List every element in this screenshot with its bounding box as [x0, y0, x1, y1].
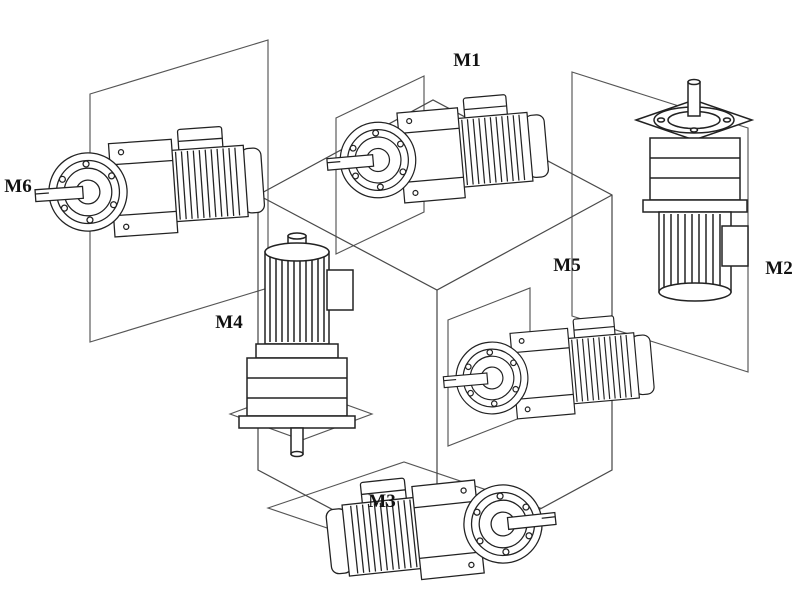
m2-terminal-box	[721, 225, 749, 267]
m2-fan-cap	[658, 282, 732, 302]
m2-adapter-flange	[642, 199, 748, 213]
m4-gear-housing	[246, 357, 348, 417]
gearmotor-m5-drawing	[438, 312, 657, 426]
label-m6: M6	[4, 176, 31, 197]
m2-output-shaft	[687, 81, 701, 117]
gearmotor-m1-drawing	[322, 90, 551, 210]
label-m4: M4	[215, 312, 243, 333]
label-m5: M5	[553, 255, 580, 276]
gearmotor-m6-drawing	[30, 123, 267, 243]
mounting-plane-m1	[335, 75, 425, 255]
m4-output-shaft	[290, 427, 304, 455]
gearmotor-m4-drawing	[238, 232, 356, 458]
label-m3: M3	[368, 491, 395, 512]
cube-outline	[257, 99, 613, 566]
m4-adapter-flange	[255, 343, 339, 359]
gearmotor-m3-drawing	[322, 462, 561, 590]
m4-bottom-flange	[238, 415, 356, 429]
m4-motor-cap	[264, 242, 330, 262]
m4-terminal-box	[326, 269, 354, 311]
m2-gear-housing	[649, 137, 741, 201]
m4-motor-body	[264, 251, 330, 345]
gearmotor-m2-drawing	[633, 78, 755, 302]
label-m1: M1	[453, 50, 480, 71]
position-labels: M1 M2 M3 M4 M5 M6	[4, 50, 792, 512]
label-m2: M2	[765, 258, 792, 279]
